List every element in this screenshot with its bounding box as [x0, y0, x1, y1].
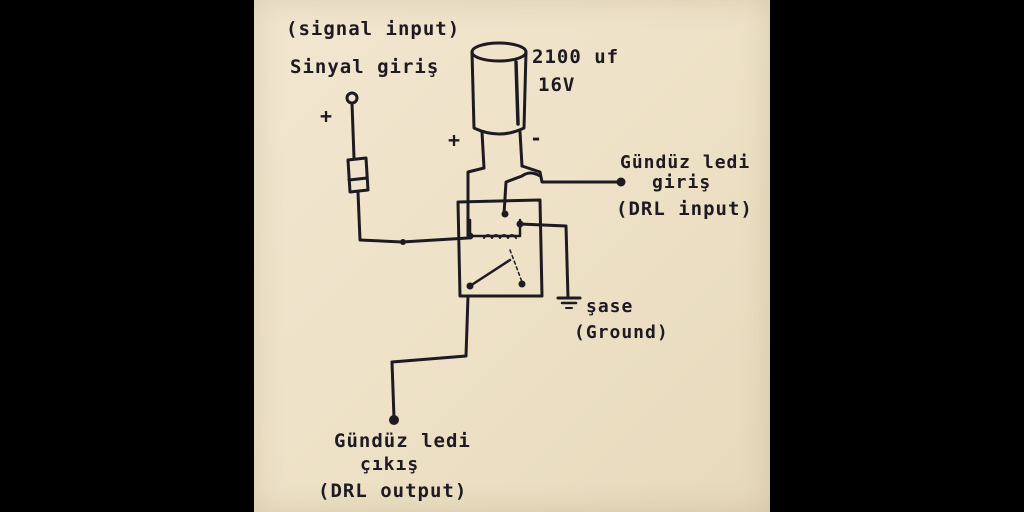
wire-cap-plus [466, 166, 486, 238]
wire-signal-to-relay [356, 190, 470, 244]
drl-output-terminal [389, 415, 399, 425]
drl-input-label-tr-1: Gündüz ledi [620, 152, 751, 173]
drl-input-label-en: (DRL input) [616, 198, 753, 220]
junction-dot [400, 239, 406, 245]
wire-ground [518, 222, 570, 300]
drl-output-label-tr-2: çıkış [360, 454, 420, 475]
signal-input-label-tr: Sinyal giriş [290, 56, 440, 78]
diode [346, 156, 370, 194]
ground-symbol [556, 296, 582, 309]
capacitor [470, 41, 528, 136]
wire-drl-output [390, 294, 470, 420]
relay [456, 198, 544, 298]
capacitor-voltage: 16V [538, 74, 576, 96]
ground-label-tr: şase [586, 296, 634, 317]
wire-signal-top [350, 101, 356, 160]
signal-input-terminal [345, 91, 359, 105]
drl-output-label-tr-1: Gündüz ledi [334, 430, 471, 452]
capacitor-plus-sign: + [448, 128, 462, 152]
ground-label-en: (Ground) [574, 322, 669, 343]
cap-plus-lead [480, 130, 486, 170]
drl-input-terminal [616, 177, 626, 187]
cap-minus-lead [518, 130, 524, 168]
signal-plus-sign: + [320, 104, 334, 128]
signal-input-label-en: (signal input) [286, 18, 461, 40]
drl-output-label-en: (DRL output) [318, 480, 468, 502]
wire-relay-top [502, 171, 542, 216]
drl-input-label-tr-2: giriş [652, 172, 712, 193]
capacitor-minus-sign: - [530, 126, 544, 150]
capacitor-value: 2100 uf [532, 46, 620, 68]
